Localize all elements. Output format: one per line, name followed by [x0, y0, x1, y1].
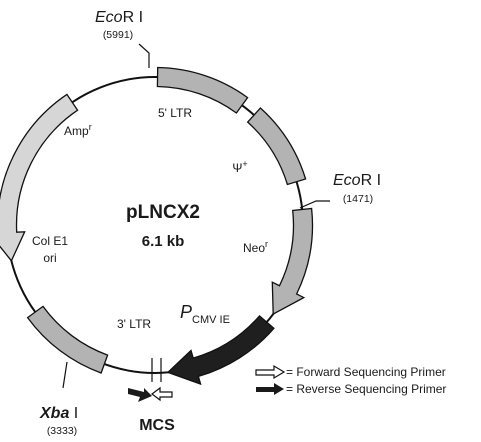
feature-arc-amp	[0, 93, 79, 263]
legend: = Forward Sequencing Primer = Reverse Se…	[255, 364, 446, 396]
label-ori-line1: Col E1	[32, 234, 68, 248]
amp-sup: r	[89, 122, 92, 132]
legend-forward-text: = Forward Sequencing Primer	[286, 365, 446, 379]
label-5ltr: 5' LTR	[158, 106, 192, 120]
amp-text: Amp	[64, 124, 89, 138]
xbai-position: (3333)	[47, 425, 77, 437]
label-3ltr: 3' LTR	[117, 317, 151, 331]
ecori-right-tick	[299, 200, 330, 209]
pcmv-sub: CMV IE	[192, 314, 230, 326]
label-ori-line2: ori	[43, 251, 56, 265]
psi-symbol: Ψ	[232, 161, 242, 175]
ecori-top-label: EcoR I	[95, 9, 143, 26]
feature-arc-neo	[271, 207, 314, 316]
ecori-right-italic: Eco	[333, 172, 361, 189]
ecori-top-position: (5991)	[103, 29, 133, 41]
neo-sup: r	[265, 239, 268, 249]
forward-primer-arrow	[151, 386, 173, 402]
legend-reverse-text: = Reverse Sequencing Primer	[286, 382, 446, 396]
feature-arc-5ltr	[156, 66, 249, 114]
label-neo: Neor	[243, 239, 268, 255]
plasmid-name: pLNCX2	[126, 202, 200, 223]
feature-arcs	[0, 66, 314, 386]
plasmid-size: 6.1 kb	[142, 233, 185, 250]
ecori-top-rest: R I	[123, 9, 143, 26]
ecori-right-label: EcoR I	[333, 172, 381, 189]
ecori-right-position: (1471)	[343, 193, 373, 205]
feature-arc-pcmv	[166, 314, 275, 386]
xbai-rest: I	[69, 405, 78, 422]
mcs-label: MCS	[139, 417, 175, 434]
psi-sup: +	[242, 159, 247, 169]
xbai-tick	[62, 361, 68, 389]
xbai-italic: Xba	[39, 405, 69, 422]
ecori-top-italic: Eco	[95, 9, 123, 26]
legend-forward-arrow-icon	[255, 364, 286, 380]
label-psi: Ψ+	[232, 159, 247, 175]
pcmv-p: P	[180, 302, 192, 322]
neo-text: Neo	[243, 241, 265, 255]
xbai-label: Xba I	[39, 405, 78, 422]
feature-arc-3ltr	[26, 305, 109, 374]
reverse-primer-arrow	[128, 388, 152, 402]
label-amp: Ampr	[64, 122, 92, 138]
ecori-top-tick	[138, 43, 150, 68]
ecori-right-rest: R I	[361, 172, 381, 189]
legend-reverse-arrow-icon	[256, 383, 284, 395]
feature-arc-psi	[246, 107, 307, 186]
label-pcmv: PCMV IE	[180, 302, 230, 326]
